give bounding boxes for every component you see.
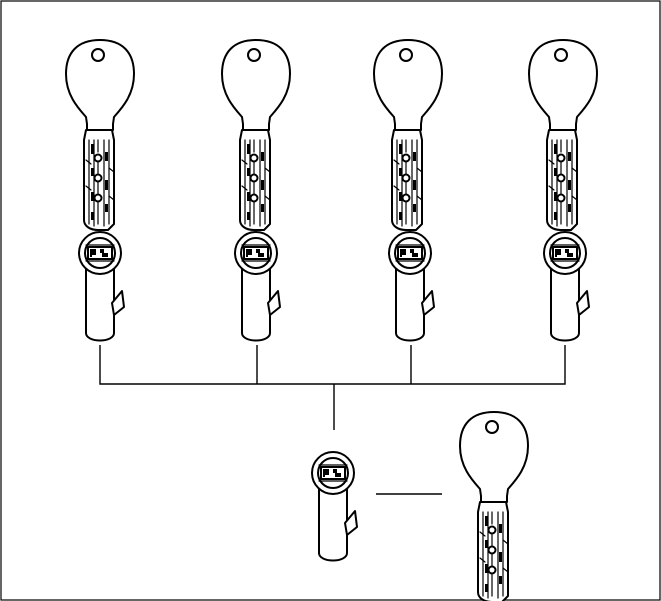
key-icon [221, 39, 291, 231]
key-icon [65, 39, 135, 231]
key-group-1 [65, 39, 135, 342]
lock-cylinder-icon [388, 231, 435, 342]
master-key-icon [459, 411, 529, 601]
lock-cylinder-icon [543, 231, 590, 342]
key-group-2 [221, 39, 291, 342]
master-lock-cylinder-icon [311, 451, 358, 562]
key-icon [373, 39, 443, 231]
key-group-4 [528, 39, 598, 342]
master-group [311, 411, 529, 601]
key-icon [528, 39, 598, 231]
connector-lines [99, 345, 566, 495]
lock-cylinder-icon [234, 231, 281, 342]
lock-cylinder-icon [78, 231, 125, 342]
key-group-3 [373, 39, 443, 342]
